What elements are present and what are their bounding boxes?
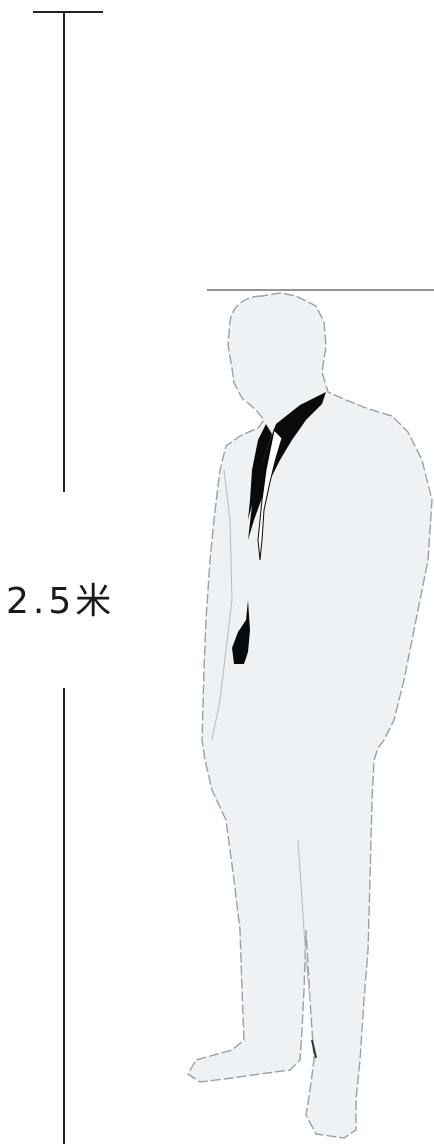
silhouette-body: [187, 292, 433, 1139]
dimension-label: 2.5米: [6, 581, 116, 622]
man-silhouette: [187, 292, 433, 1139]
shirt-lower-patch: [232, 600, 250, 664]
shirt-collar: [248, 392, 326, 540]
leg-seam: [297, 839, 311, 1001]
shoe-detail: [311, 1039, 317, 1059]
shirt-left-collar: [248, 424, 272, 520]
tie: [257, 428, 283, 561]
arm-detail: [211, 469, 233, 741]
